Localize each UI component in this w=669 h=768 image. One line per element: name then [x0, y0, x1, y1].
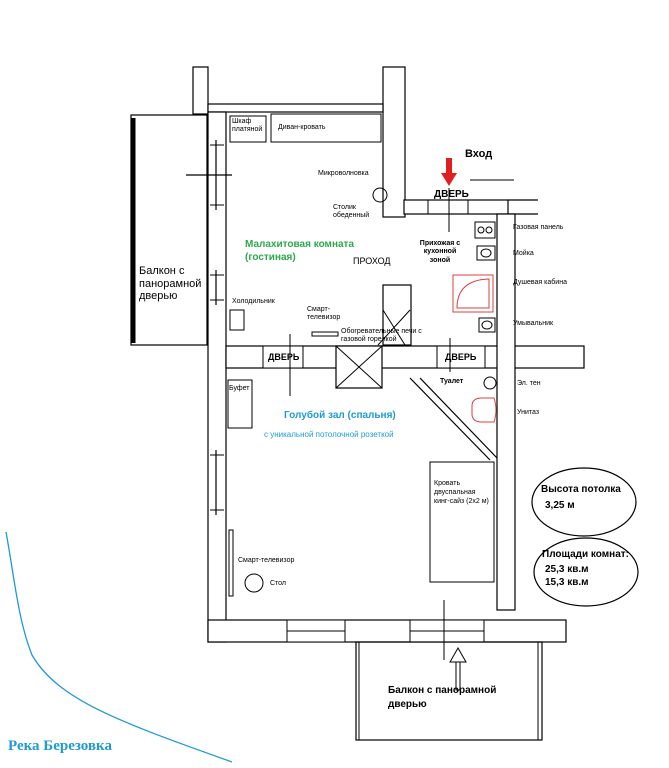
washbasin — [478, 317, 496, 333]
living-room-label: Малахитовая комната (гостиная) — [245, 239, 355, 263]
tv-bedroom-box — [228, 529, 234, 597]
toilet-room-label: Туалет — [440, 378, 464, 385]
kitchen-sink — [476, 245, 496, 261]
balcony-bottom-label: Балкон с панорамной дверью — [388, 685, 497, 710]
toilet-label: Унитаз — [517, 409, 540, 416]
balcony-bottom — [355, 641, 543, 741]
wall-east — [496, 213, 516, 611]
wardrobe-box — [229, 115, 267, 143]
entrance-label: Вход — [465, 148, 493, 160]
areas-oval — [533, 537, 639, 607]
fridge-label: Холодильник — [232, 298, 275, 305]
gas-panel — [474, 221, 496, 239]
ceiling-height-oval — [531, 467, 637, 537]
microwave-circle — [372, 187, 388, 203]
table-circle — [244, 573, 264, 593]
electric-heater-label: Эл. тен — [517, 380, 541, 387]
door-living-label: ДВЕРЬ — [268, 352, 300, 362]
door-bath-opening — [436, 345, 486, 369]
area-2: 15,3 кв.м — [545, 577, 589, 588]
entrance-arrow-shaft — [446, 158, 452, 174]
area-1: 25,3 кв.м — [545, 564, 589, 575]
heater-label: Обогревательные печи с газовой горелкой — [341, 328, 422, 344]
entrance-arrow-head — [441, 173, 457, 186]
wardrobe-label: Шкаф платяной — [232, 118, 263, 134]
shower-label: Душевая кабина — [513, 279, 567, 286]
fridge-box — [229, 309, 245, 331]
toilet-heater-circle — [483, 376, 497, 390]
balcony-arrow-head — [449, 646, 467, 663]
wall-north-left — [192, 66, 209, 115]
door-living-opening — [262, 345, 304, 369]
tv-living-label: Смарт-телевизор — [307, 306, 341, 322]
bed-label: Кровать двуспальная кинг-сайз (2х2 м) — [434, 480, 489, 505]
door-entry-label: ДВЕРЬ — [434, 189, 469, 200]
ceiling-height-title: Высота потолка — [541, 484, 621, 495]
river-line — [5, 531, 233, 763]
river-label: Река Березовка — [8, 738, 112, 754]
tv-living-box — [311, 331, 339, 337]
wall-west — [207, 111, 227, 643]
microwave-label: Микроволновка — [318, 170, 369, 177]
balcony-left — [130, 114, 208, 346]
hallway-label: Прихожая с кухонной зоной — [419, 240, 461, 264]
ceiling-height-value: 3,25 м — [545, 500, 575, 511]
passage-label: ПРОХОД — [353, 256, 391, 266]
bedroom-sub-label: с уникальной потолочной розеткой — [264, 430, 394, 439]
gas-panel-label: Газовая панель — [513, 224, 564, 231]
washbasin-label: Умывальник — [513, 320, 554, 327]
wall-north-right — [382, 66, 406, 218]
sofa-bed-label: Диван-кровать — [278, 124, 326, 131]
sofa-bed-box — [270, 113, 382, 143]
wall-south — [207, 619, 567, 643]
buffet-box — [227, 379, 253, 429]
door-bath-label: ДВЕРЬ — [445, 352, 477, 362]
shower-cabin — [452, 274, 494, 313]
wall-living-north — [207, 103, 384, 113]
table-label: Стол — [270, 580, 287, 587]
bed-box — [429, 461, 495, 583]
dining-table-label: Столик обеденный — [333, 204, 370, 220]
areas-title: Площади комнат: — [542, 549, 629, 560]
tv-bedroom-label: Смарт-телевизор — [238, 557, 295, 564]
toilet-bowl — [471, 397, 497, 423]
buffet-label: Буфет — [229, 385, 250, 392]
sink-label: Мойка — [513, 250, 534, 257]
bedroom-label: Голубой зал (спальня) — [284, 410, 396, 421]
wall-middle — [225, 345, 585, 369]
toilet-diagonal — [419, 377, 498, 459]
balcony-left-label: Балкон с панорамной дверью — [139, 265, 202, 303]
wall-entry — [403, 199, 509, 215]
